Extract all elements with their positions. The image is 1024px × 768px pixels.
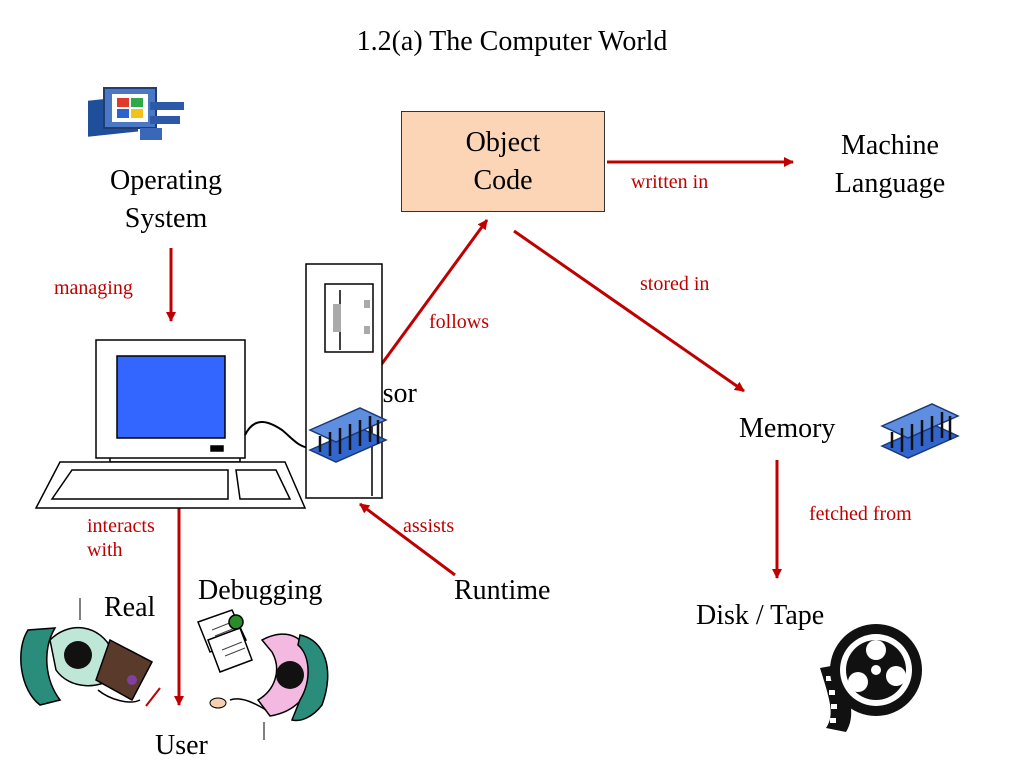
arrows [166, 157, 794, 706]
arrow-follows [368, 219, 489, 381]
fetched-from-label: fetched from [809, 503, 912, 525]
tower-icon [305, 263, 383, 499]
computer-icon [34, 339, 311, 509]
machine-language-line2: Language [834, 168, 946, 199]
debugging-label: Debugging [198, 575, 323, 606]
disk-tape-label: Disk / Tape [696, 600, 825, 631]
object-code-box: Object Code [401, 111, 605, 212]
slide-title: 1.2(a) The Computer World [356, 26, 668, 57]
arrow-stored-in [513, 229, 745, 393]
real-label: Real [104, 592, 156, 623]
assists-label: assists [403, 515, 455, 537]
interacts-line2: with [87, 539, 123, 561]
written-in-label: written in [631, 171, 709, 193]
machine-language-line1: Machine [841, 130, 939, 161]
operating-system-label: Operating System [76, 162, 256, 238]
interacts-line1: interacts [87, 515, 155, 537]
people-icon [20, 598, 329, 740]
managing-label: managing [54, 277, 133, 299]
film-reel-icon [820, 624, 922, 732]
memory-chip-icon [880, 403, 960, 459]
windows-os-icon [88, 87, 184, 140]
operating-system-line1: Operating [110, 165, 222, 196]
machine-language-label: Machine Language [800, 127, 980, 203]
processor-chip-icon [308, 407, 388, 463]
interacts-with-label: interacts with [87, 514, 155, 562]
runtime-label: Runtime [454, 575, 551, 606]
object-code-label-line1: Object [465, 127, 541, 158]
follows-label: follows [429, 311, 489, 333]
operating-system-line2: System [124, 203, 208, 234]
memory-label: Memory [739, 413, 836, 444]
arrow-assists [359, 502, 456, 577]
stored-in-label: stored in [640, 273, 710, 295]
object-code-label-line2: Code [473, 165, 533, 196]
user-label: User [155, 730, 208, 761]
